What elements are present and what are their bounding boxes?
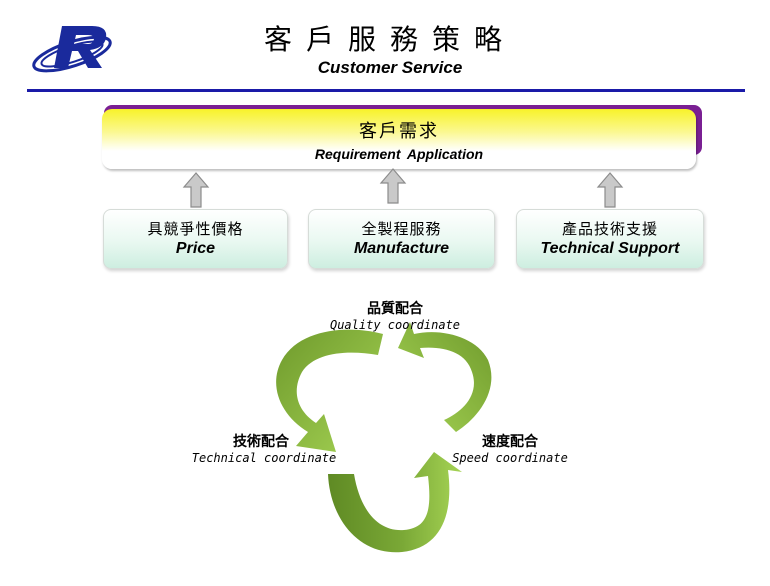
page-title-en: Customer Service xyxy=(317,58,463,77)
header-divider xyxy=(27,89,745,92)
page-title-zh: 客戶服務策略 xyxy=(263,23,516,56)
cycle-node-technical-zh: 技術配合 xyxy=(233,434,289,450)
service-label-zh: 產品技術支援 xyxy=(561,220,658,238)
cycle-arrow-technical-to-speed xyxy=(328,452,462,553)
cycle-node-quality-zh: 品質配合 xyxy=(367,301,423,317)
requirement-bar: 客戶需求 Requirement Application xyxy=(102,109,696,169)
cycle-node-speed-zh: 速度配合 xyxy=(482,434,538,450)
cycle-arrow-quality-to-technical xyxy=(276,329,383,452)
cycle-arrow-speed-to-quality xyxy=(398,322,492,432)
service-label-zh: 全製程服務 xyxy=(361,220,442,238)
service-box-price: 具競爭性價格 Price xyxy=(103,209,288,269)
cycle-node-quality-en: Quality coordinate xyxy=(329,318,461,332)
up-arrow-icon xyxy=(596,172,624,208)
cycle-node-technical-en: Technical coordinate xyxy=(191,451,337,465)
requirement-label-zh: 客戶需求 xyxy=(359,121,439,142)
up-arrow-icon xyxy=(379,168,407,204)
service-label-en: Technical Support xyxy=(540,240,680,257)
service-box-manufacture: 全製程服務 Manufacture xyxy=(308,209,495,269)
up-arrow-icon xyxy=(182,172,210,208)
cycle-node-speed-en: Speed coordinate xyxy=(452,451,568,465)
service-box-technical-support: 產品技術支援 Technical Support xyxy=(516,209,704,269)
company-logo-r-icon xyxy=(32,26,112,73)
service-label-en: Price xyxy=(175,240,216,257)
service-label-en: Manufacture xyxy=(353,240,450,257)
service-label-zh: 具競爭性價格 xyxy=(147,220,244,238)
requirement-label-en: Requirement Application xyxy=(314,146,484,162)
